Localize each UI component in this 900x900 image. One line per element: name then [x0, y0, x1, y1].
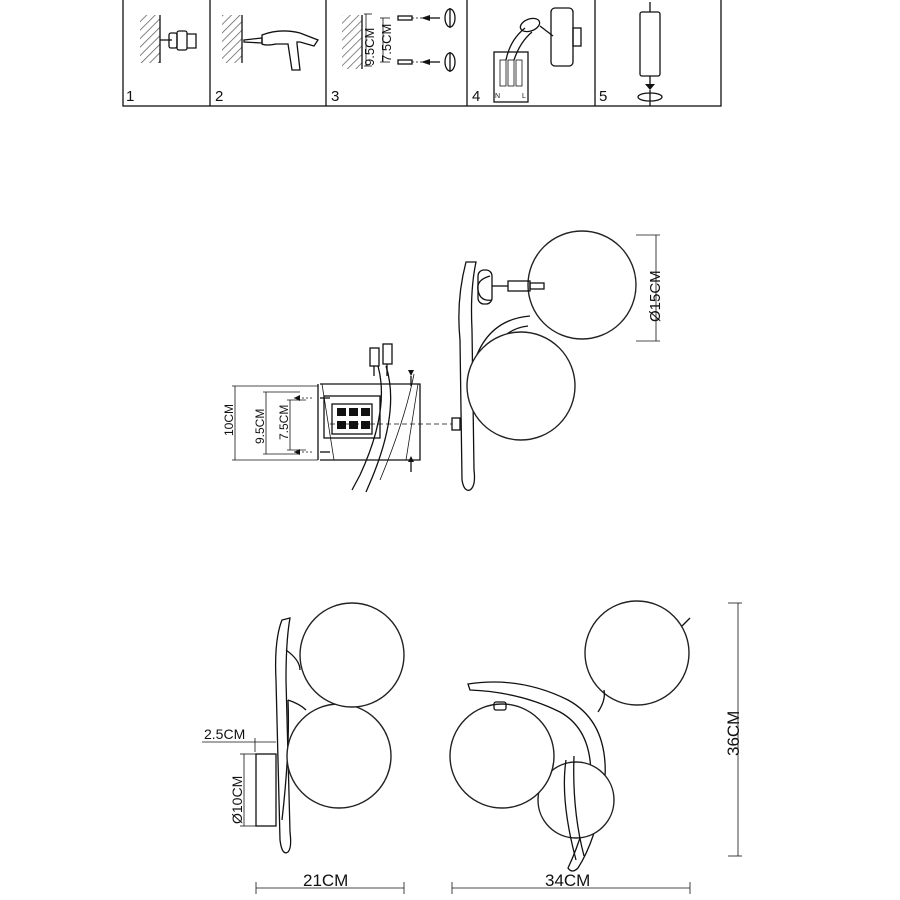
lower-globe	[466, 331, 576, 441]
step3-dim-inner: 7.5CM	[379, 24, 394, 62]
front-right-globe	[584, 600, 690, 706]
steps-frame	[122, 0, 722, 107]
base-depth-label: 2.5CM	[204, 726, 245, 742]
height-label: 36CM	[724, 711, 743, 756]
mount-hole-inner-label: 7.5CM	[277, 405, 291, 440]
front-view: 36CM 34CM	[449, 600, 743, 894]
mount-height-label: 10CM	[222, 404, 236, 436]
side-base-plate	[255, 753, 277, 827]
step4-wiring-illustration: N L	[493, 7, 582, 103]
terminal-block	[331, 403, 373, 435]
step-number-4: 4	[472, 88, 480, 105]
step1-drill-illustration	[140, 15, 197, 63]
step-number-2: 2	[215, 88, 223, 105]
base-diameter-label: Ø10CM	[229, 776, 245, 824]
terminal-label-l: L	[522, 93, 526, 100]
terminal-label-n: N	[495, 93, 500, 100]
side-upper-globe	[299, 602, 405, 708]
side-width-label: 21CM	[303, 871, 348, 890]
mount-hole-outer-label: 9.5CM	[253, 409, 267, 444]
side-view: 2.5CM Ø10CM 21CM	[202, 602, 405, 894]
step3-dim-outer: 9.5CM	[362, 28, 377, 66]
front-width-label: 34CM	[545, 871, 590, 890]
step3-screws-illustration: 9.5CM 7.5CM	[342, 8, 456, 72]
step-number-1: 1	[126, 88, 134, 105]
step2-hammer-illustration	[222, 15, 319, 71]
front-left-globe	[449, 703, 555, 809]
steps-strip: 1 2 3 4 5	[122, 0, 722, 107]
step5-tube-illustration	[637, 2, 663, 106]
upper-globe	[527, 230, 637, 340]
mounting-detail: 10CM 9.5CM 7.5CM Ø15CM	[222, 230, 664, 493]
front-back-globe	[537, 761, 615, 839]
step-number-5: 5	[599, 88, 607, 105]
wall-bracket	[294, 343, 461, 493]
step-number-3: 3	[331, 88, 339, 105]
lamp-exploded-side-view	[458, 230, 637, 491]
globe-diameter-label: Ø15CM	[647, 270, 664, 322]
side-lower-globe	[286, 703, 392, 809]
